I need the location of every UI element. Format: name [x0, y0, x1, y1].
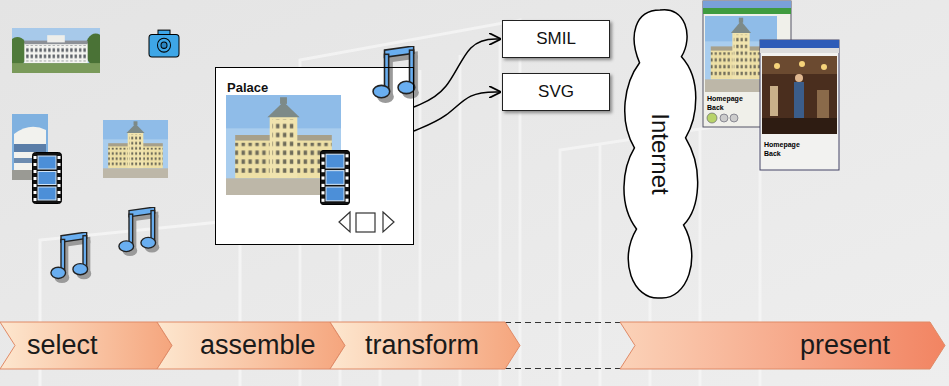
node-text: SVG — [538, 82, 574, 102]
screen-label: Back — [764, 150, 781, 158]
step-chevron: transform — [330, 322, 520, 369]
photo — [103, 120, 168, 178]
chevron-outline — [0, 322, 172, 369]
network-cloud: Internet — [614, 6, 706, 302]
cloud-outline — [624, 10, 698, 298]
step-chevron: present — [620, 322, 945, 369]
node-text: Palace — [227, 80, 268, 95]
chevron-outline — [620, 322, 945, 369]
screen-label: Homepage — [764, 141, 800, 149]
nav-stop — [356, 213, 375, 232]
camera-icon — [149, 30, 179, 57]
screen-label: Homepage — [707, 95, 743, 103]
music-icon — [373, 46, 419, 103]
flow-arrow — [414, 39, 501, 107]
node-text: assemble — [200, 330, 316, 361]
flow-arrow — [414, 92, 501, 131]
nav-forward — [383, 212, 394, 232]
scene-box: Palace — [215, 67, 414, 245]
node-text: transform — [365, 330, 479, 361]
chevron-outline — [157, 322, 345, 369]
browser-window — [760, 40, 839, 170]
chevron-outline — [330, 322, 520, 369]
node-text: select — [27, 330, 98, 361]
node-text: present — [800, 330, 890, 361]
node-text: Internet — [646, 113, 674, 194]
step-chevron: assemble — [157, 322, 345, 369]
dashed-gap — [505, 323, 628, 369]
chevron-shape — [620, 322, 945, 369]
music-icon — [119, 207, 159, 256]
film-icon — [321, 151, 350, 205]
node-text: SMIL — [536, 29, 576, 49]
music-icon — [51, 232, 91, 283]
photo — [7, 28, 106, 73]
film-icon — [33, 153, 62, 204]
step-chevron: select — [0, 322, 172, 369]
screen-label: Back — [707, 104, 724, 112]
format-box: SMIL — [502, 20, 610, 58]
nav-back — [339, 212, 350, 232]
format-box: SVG — [502, 73, 610, 111]
